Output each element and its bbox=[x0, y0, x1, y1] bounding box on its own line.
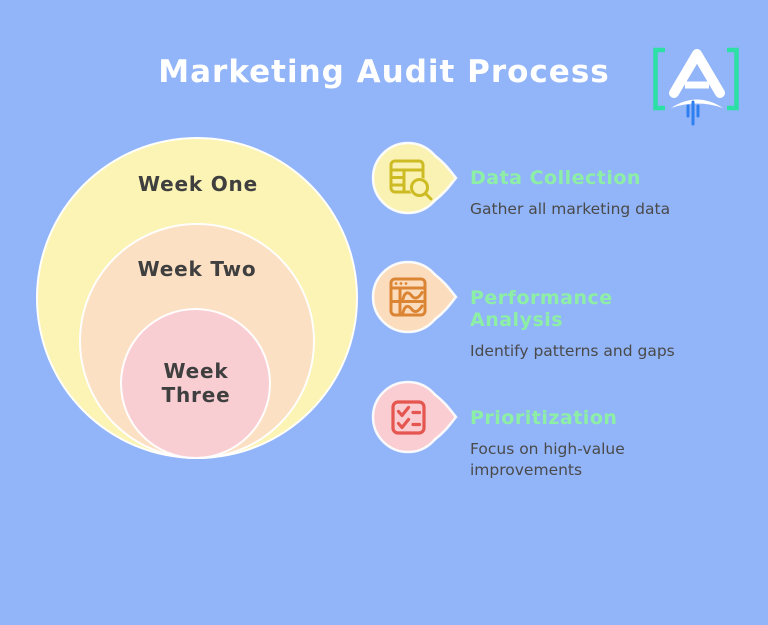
step-title: Prioritization bbox=[470, 407, 618, 429]
ring-week-three bbox=[120, 308, 271, 459]
magnifier-icon bbox=[410, 178, 433, 201]
step-item: Data Collection Gather all marketing dat… bbox=[470, 167, 702, 220]
bubble-circle bbox=[371, 141, 445, 215]
step-bubble-prioritization bbox=[371, 380, 458, 454]
logo-arc-icon bbox=[671, 99, 723, 108]
bubble-circle bbox=[371, 260, 445, 334]
step-bubble-data-collection bbox=[371, 141, 458, 215]
logo-a-mark-icon bbox=[669, 49, 725, 98]
table-search-icon bbox=[389, 159, 425, 194]
step-title: Performance Analysis bbox=[470, 287, 613, 331]
ring-week-three-label: Week Three bbox=[161, 359, 231, 407]
ring-week-two-label: Week Two bbox=[137, 257, 257, 281]
step-description: Focus on high-value improvements bbox=[470, 440, 625, 479]
step-item: Prioritization Focus on high-value impro… bbox=[470, 407, 702, 481]
page-title: Marketing Audit Process bbox=[158, 54, 610, 90]
checklist-icon bbox=[391, 400, 426, 435]
step-title: Data Collection bbox=[470, 167, 641, 189]
bubble-tail bbox=[433, 154, 458, 202]
brand-logo bbox=[653, 47, 739, 126]
analytics-window-icon bbox=[389, 277, 427, 317]
step-description: Identify patterns and gaps bbox=[470, 342, 675, 360]
step-bubble-performance-analysis bbox=[371, 260, 458, 334]
bubble-circle bbox=[371, 380, 445, 454]
bubble-tail bbox=[433, 273, 458, 321]
window-dots-icon bbox=[394, 282, 408, 285]
step-item: Performance Analysis Identify patterns a… bbox=[470, 287, 702, 362]
logo-thrust-lines-icon bbox=[686, 100, 700, 126]
step-description: Gather all marketing data bbox=[470, 200, 671, 218]
bubble-tail bbox=[433, 393, 458, 441]
ring-week-one-label: Week One bbox=[138, 172, 258, 196]
logo-brackets-icon bbox=[653, 47, 739, 111]
